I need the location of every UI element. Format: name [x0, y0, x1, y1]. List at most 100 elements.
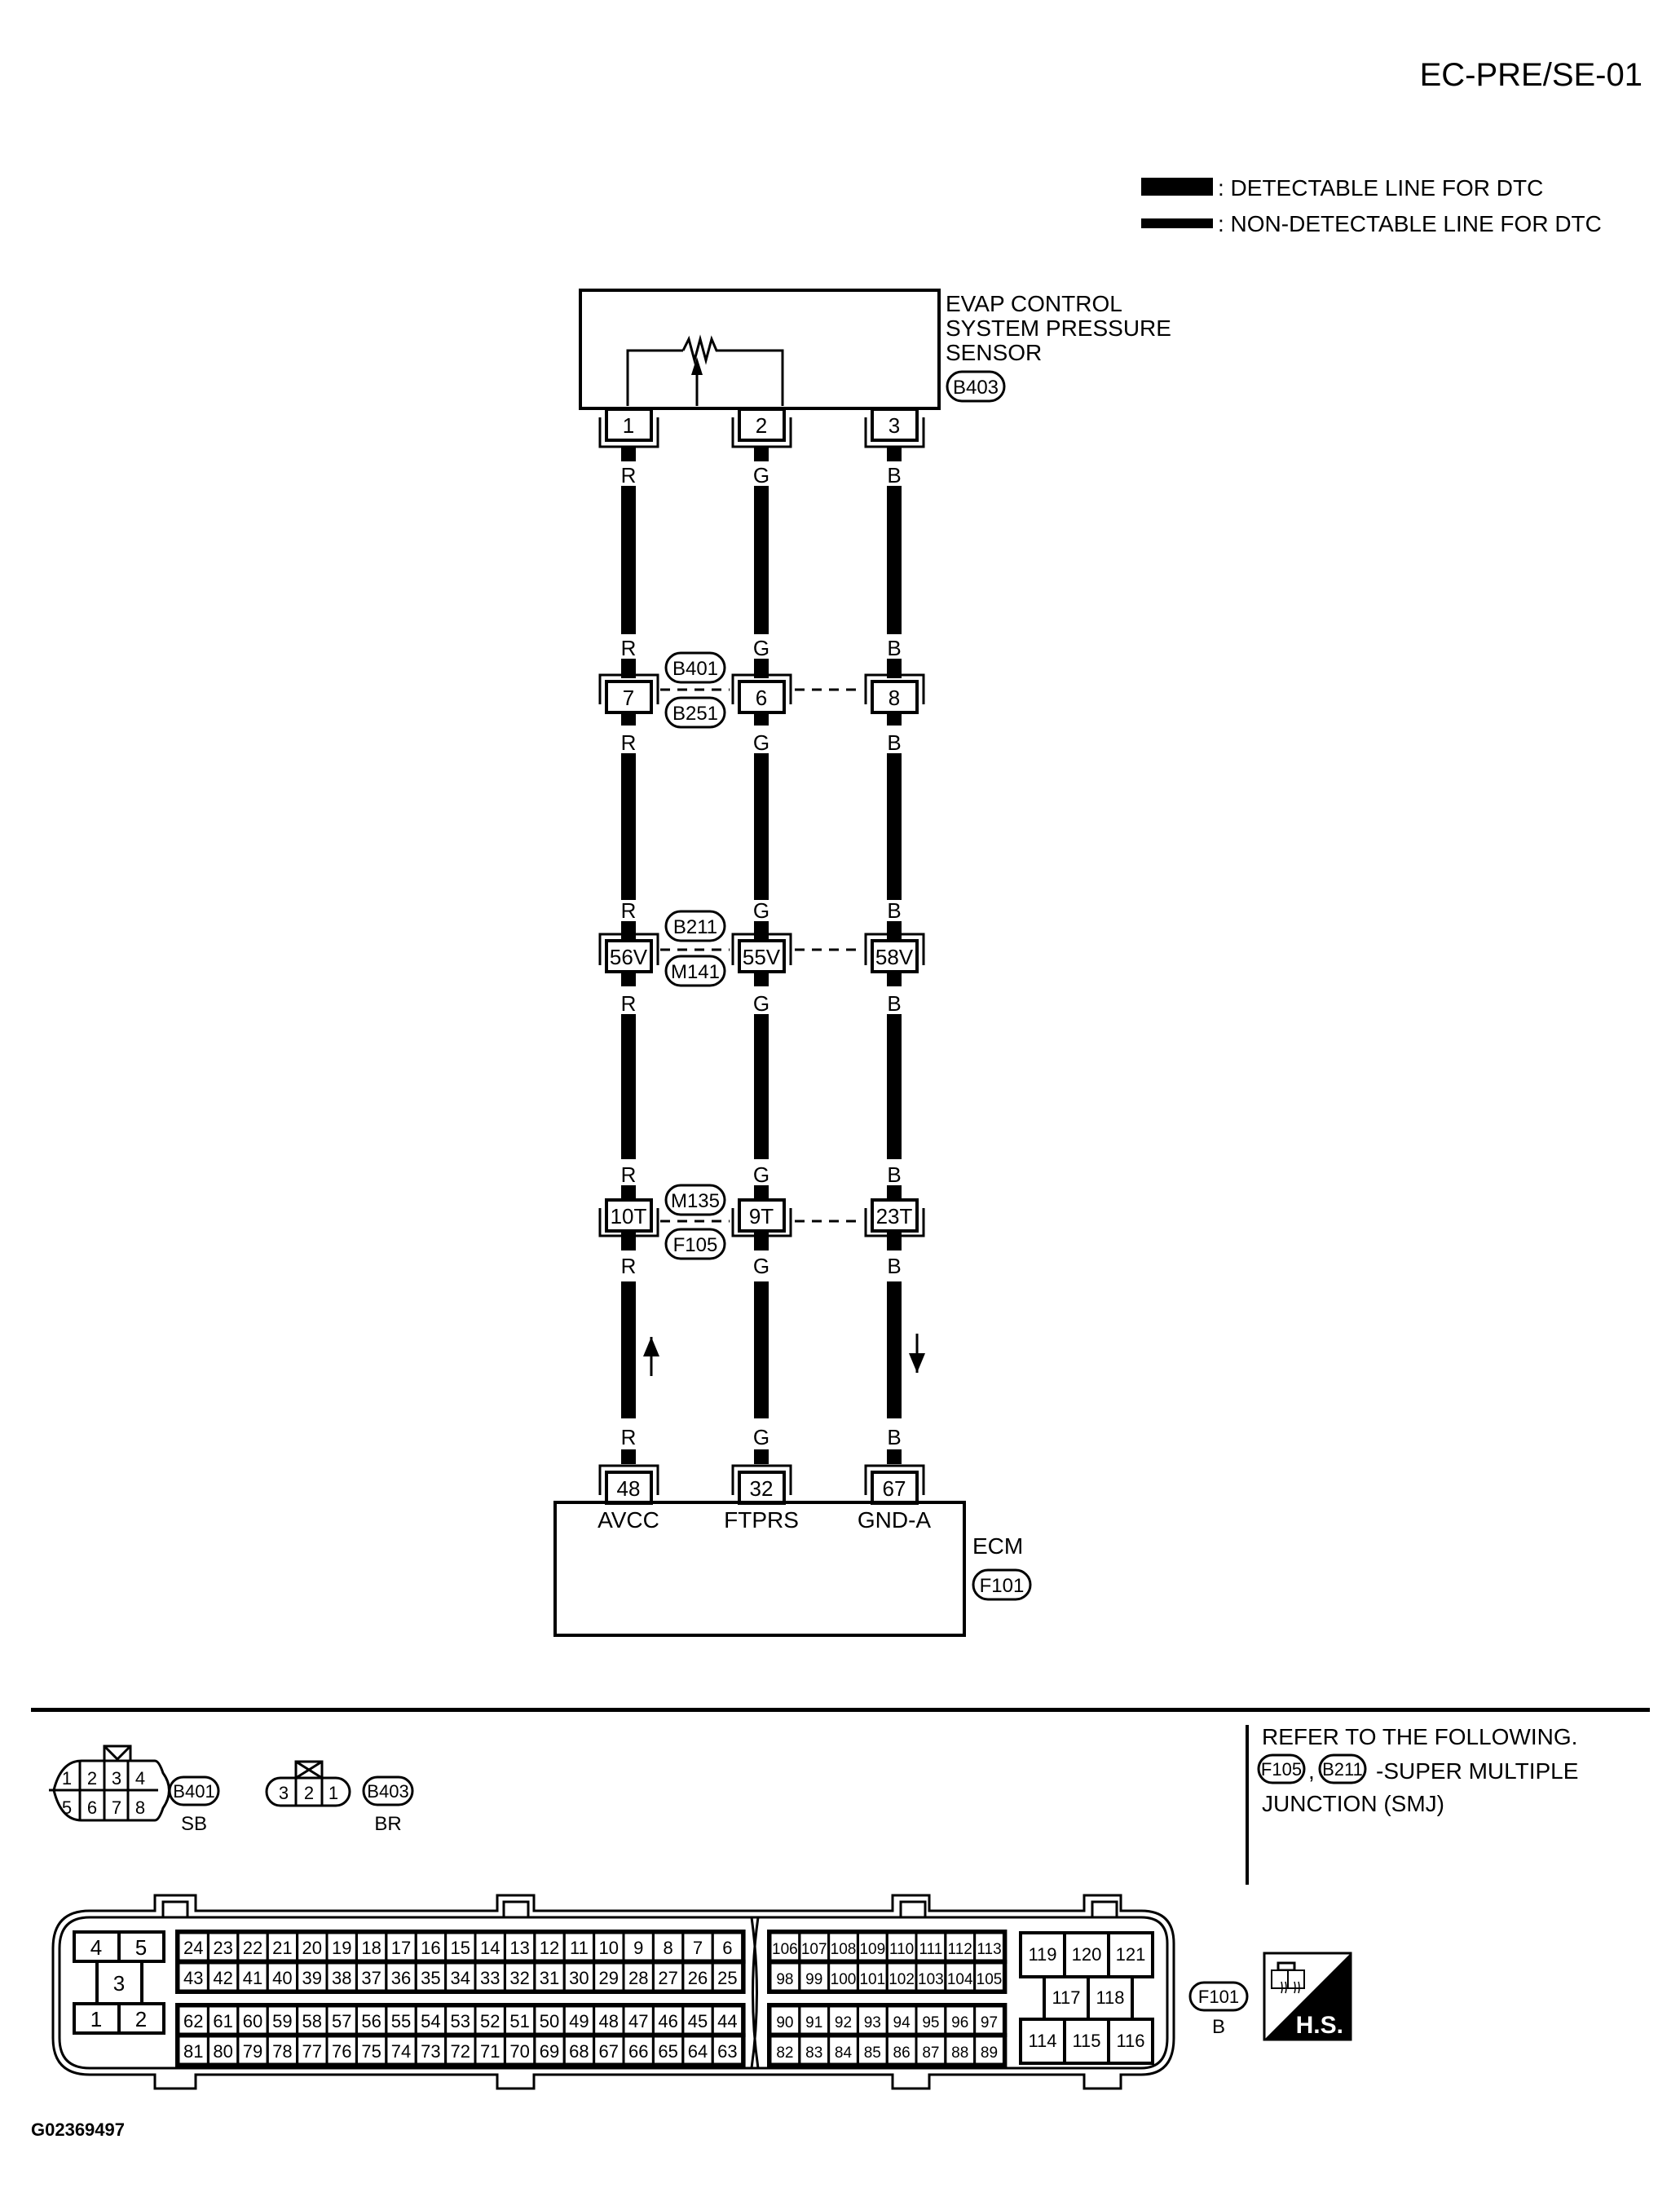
- reference-note: REFER TO THE FOLLOWING. F105 , B211 -SUP…: [1257, 1724, 1578, 1816]
- pin-number: 21: [272, 1938, 292, 1958]
- pin-number: 91: [805, 2014, 822, 2031]
- pin-number: 67: [599, 2041, 619, 2062]
- wire-color-labels: R G B R G B R G B R G B R G B R G B R G …: [621, 463, 902, 1449]
- pin-number: 49: [569, 2011, 589, 2031]
- svg-text:1: 1: [329, 1783, 338, 1803]
- junction-pin: 56V: [598, 933, 659, 973]
- connector-tag-upper: [664, 910, 726, 942]
- sensor-pin-2: 2: [731, 408, 792, 448]
- pin-number: 104: [947, 1971, 973, 1988]
- pin-number: 14: [480, 1938, 500, 1958]
- pin-number: 31: [540, 1968, 559, 1988]
- f101-block-c: 119 120 121 117 118 114 115 116: [1019, 1931, 1154, 2065]
- pin-number: 113: [977, 1941, 1001, 1958]
- pin-number: 108: [831, 1941, 857, 1958]
- pin-number: 69: [540, 2041, 559, 2062]
- svg-text:3: 3: [112, 1768, 121, 1789]
- svg-text:G: G: [753, 1425, 769, 1449]
- svg-text:R: R: [621, 898, 637, 923]
- svg-text:1: 1: [623, 413, 634, 438]
- sensor-name-line3: SENSOR: [946, 340, 1042, 365]
- pin-number: 101: [859, 1971, 885, 1988]
- svg-text:R: R: [621, 1425, 637, 1449]
- pin-number: 92: [835, 2014, 852, 2031]
- connector-color-code: SB: [181, 1813, 207, 1835]
- pin-number: 98: [776, 1971, 793, 1988]
- svg-text:G: G: [753, 730, 769, 755]
- svg-text:H.S.: H.S.: [1296, 2012, 1343, 2039]
- signal-arrow-up-icon: [643, 1337, 659, 1376]
- svg-text:2: 2: [135, 2007, 147, 2031]
- svg-text:B: B: [887, 730, 901, 755]
- connector-color-code: BR: [374, 1813, 401, 1835]
- signal-arrow-down-icon: [909, 1334, 925, 1373]
- pin-number: 59: [272, 2011, 292, 2031]
- svg-text:1: 1: [62, 1768, 72, 1789]
- svg-text:115: 115: [1072, 2031, 1100, 2051]
- svg-text:9T: 9T: [749, 1204, 774, 1228]
- pin-number: 68: [569, 2041, 589, 2062]
- pin-number: 85: [864, 2044, 881, 2062]
- pin-number: 57: [332, 2011, 351, 2031]
- svg-text:48: 48: [617, 1476, 641, 1501]
- pin-number: 110: [889, 1941, 914, 1958]
- svg-text:55V: 55V: [743, 945, 781, 969]
- pin-number: 16: [421, 1938, 440, 1958]
- svg-text:F101: F101: [980, 1575, 1025, 1597]
- pin-number: 88: [951, 2044, 968, 2062]
- svg-text:G: G: [753, 1254, 769, 1278]
- junction-m135-f105: 10T 9T 23T M135 F105: [598, 1184, 925, 1260]
- svg-text:2: 2: [87, 1768, 97, 1789]
- sensor-name-line2: SYSTEM PRESSURE: [946, 315, 1171, 341]
- detectable-line-swatch: [1141, 178, 1213, 196]
- pin-number: 94: [893, 2014, 911, 2031]
- svg-text:B251: B251: [672, 703, 718, 725]
- pin-number: 71: [480, 2041, 500, 2062]
- ecm-pin-67: 67: [864, 1464, 925, 1505]
- wire-g: [754, 447, 769, 1464]
- svg-text:F105: F105: [1261, 1759, 1302, 1780]
- pin-number: 6: [722, 1938, 732, 1958]
- svg-text:23T: 23T: [876, 1204, 913, 1228]
- sensor-name-line1: EVAP CONTROL: [946, 291, 1122, 316]
- pin-number: 82: [776, 2044, 793, 2062]
- svg-text:5: 5: [62, 1797, 72, 1818]
- section-divider: [31, 1708, 1650, 1712]
- pin-number: 106: [772, 1941, 798, 1958]
- svg-text:10T: 10T: [611, 1204, 647, 1228]
- svg-text:56V: 56V: [610, 945, 648, 969]
- pin-number: 111: [919, 1941, 942, 1958]
- pin-number: 9: [633, 1938, 643, 1958]
- svg-text:G: G: [753, 1162, 769, 1187]
- sensor-pins: 1 2 3: [598, 408, 925, 448]
- ecm-pin-32: 32: [731, 1464, 792, 1505]
- pin-number: 10: [599, 1938, 619, 1958]
- legend: : DETECTABLE LINE FOR DTC : NON-DETECTAB…: [1141, 175, 1602, 236]
- junction-pin: 23T: [864, 1198, 925, 1237]
- pin-number: 99: [805, 1971, 822, 1988]
- junction-pin: 55V: [731, 933, 792, 973]
- junction-pin: 58V: [864, 933, 925, 973]
- pin-number: 46: [658, 2011, 677, 2031]
- figure-id: G02369497: [31, 2119, 125, 2140]
- junction-b211-m141: 56V 55V 58V B211 M141: [598, 910, 925, 987]
- svg-text:REFER TO THE FOLLOWING.: REFER TO THE FOLLOWING.: [1262, 1724, 1577, 1749]
- pin-number: 75: [361, 2041, 381, 2062]
- pin-number: 20: [302, 1938, 322, 1958]
- pin-number: 41: [243, 1968, 262, 1988]
- pin-number: 42: [213, 1968, 232, 1988]
- terminal-ftprs: FTPRS: [724, 1507, 799, 1533]
- svg-text:R: R: [621, 991, 637, 1016]
- svg-text:116: 116: [1116, 2031, 1144, 2051]
- pin-number: 17: [391, 1938, 411, 1958]
- resistor-icon: [681, 334, 784, 406]
- connector-view-b401: 1 2 3 4 5 6 7 8 B401 SB: [49, 1744, 220, 1835]
- svg-text:M135: M135: [671, 1190, 720, 1212]
- pin-number: 15: [451, 1938, 470, 1958]
- svg-text:R: R: [621, 636, 637, 660]
- page-code: EC-PRE/SE-01: [1420, 57, 1643, 93]
- pin-number: 72: [451, 2041, 470, 2062]
- connector-tag-upper: [664, 651, 726, 684]
- svg-text:117: 117: [1052, 1987, 1080, 2008]
